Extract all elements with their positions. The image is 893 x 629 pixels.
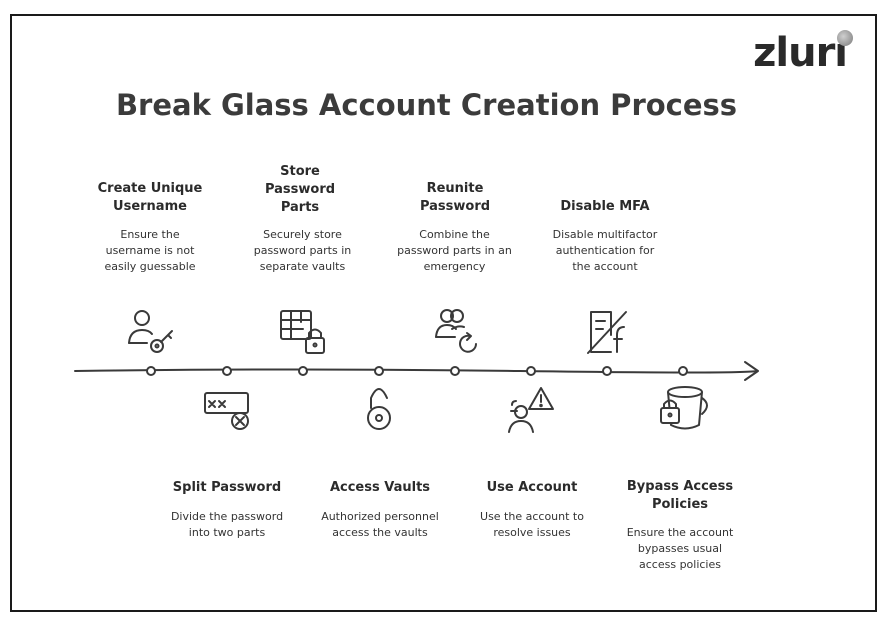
mfa-disabled-icon [587,311,627,354]
step-desc-disable-mfa: Disable multifactor authentication for t… [552,228,658,273]
user-warning-icon [508,387,554,433]
step-desc-bypass-access-policies: Ensure the account bypasses usual access… [626,526,734,571]
step-title-reunite-password: Reunite Password [419,181,491,214]
password-split-icon [204,392,249,430]
timeline-node-4 [374,366,384,376]
step-desc-create-username: Ensure the username is not easily guessa… [104,228,196,273]
step-title-bypass-access-policies: Bypass Access Policies [626,479,734,512]
timeline-node-8 [678,366,688,376]
diagram-title: Break Glass Account Creation Process [115,88,738,122]
step-title-split-password: Split Password [172,480,282,495]
diagram-frame [10,14,877,612]
step-desc-split-password: Divide the password into two parts [170,510,284,539]
bucket-lock-icon [660,386,708,430]
timeline-arrowhead [744,361,759,381]
users-refresh-icon [435,309,477,353]
timeline-node-7 [602,366,612,376]
step-desc-store-password-parts: Securely store password parts in separat… [253,228,352,273]
step-desc-use-account: Use the account to resolve issues [480,510,584,539]
step-title-access-vaults: Access Vaults [329,480,431,495]
timeline-line [74,368,758,374]
step-title-use-account: Use Account [486,480,578,495]
step-title-disable-mfa: Disable MFA [560,199,650,214]
vault-lock-icon [280,310,325,354]
user-key-icon [128,310,173,353]
timeline-node-1 [146,366,156,376]
timeline-node-3 [298,366,308,376]
padlock-icon [367,388,391,430]
step-desc-access-vaults: Authorized personnel access the vaults [321,510,439,539]
step-desc-reunite-password: Combine the password parts in an emergen… [397,228,512,273]
step-title-store-password-parts: Store Password Parts [264,164,336,215]
zluri-logo: zluri [753,30,848,76]
timeline-node-5 [450,366,460,376]
timeline-node-6 [526,366,536,376]
logo-dot-icon [837,30,853,46]
timeline-node-2 [222,366,232,376]
step-title-create-username: Create Unique Username [97,181,203,214]
